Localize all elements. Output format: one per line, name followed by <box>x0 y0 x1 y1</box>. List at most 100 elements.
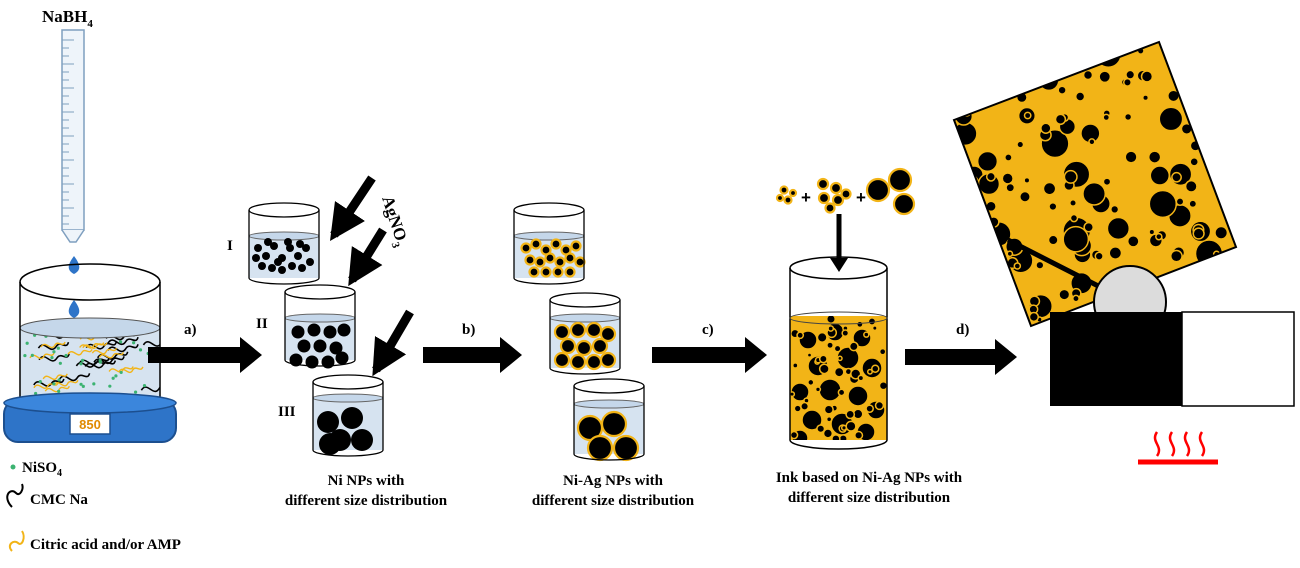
ni-particle <box>288 262 296 270</box>
niag-particle <box>1184 179 1198 193</box>
niag-particle <box>1148 189 1178 219</box>
citric-chain-icon <box>8 530 25 552</box>
niag-particle <box>1102 113 1111 122</box>
niag-particle <box>837 388 846 397</box>
step-label-c: c) <box>702 322 714 338</box>
niag-particle <box>841 329 850 338</box>
niag-particle <box>840 188 852 200</box>
ni-particle <box>296 240 304 248</box>
niag-particle <box>1040 122 1052 134</box>
niso4-dot-icon <box>79 382 83 386</box>
cmc-chain-icon <box>142 341 160 347</box>
ni-particle <box>329 341 343 355</box>
niag-particle <box>790 391 796 398</box>
niag-particle <box>1178 63 1188 74</box>
niag-beaker <box>549 292 621 375</box>
niag-particle <box>534 256 546 268</box>
niag-particle <box>528 266 540 278</box>
niag-particle <box>961 196 975 209</box>
agno3-arrow-3 <box>372 309 414 377</box>
niag-particle <box>1169 249 1183 263</box>
ni-particle <box>262 252 270 260</box>
niag-particle <box>816 331 828 343</box>
niag-particle <box>1215 47 1226 58</box>
niag-particle <box>552 266 564 278</box>
niag-particle <box>855 320 864 329</box>
niag-particle <box>570 240 582 252</box>
niag-particle <box>1088 138 1096 146</box>
niag-particle <box>790 430 799 440</box>
niag-particle <box>1098 70 1112 84</box>
niag-particle <box>599 325 617 343</box>
niag-particle <box>564 266 576 278</box>
ni-particle <box>294 252 302 260</box>
citric-chain-icon <box>53 379 79 387</box>
ni-beaker <box>284 284 356 369</box>
niag-particle <box>866 368 873 375</box>
niag-particle <box>1057 85 1067 95</box>
niag-particle <box>878 347 887 356</box>
niso4-dot-icon <box>108 384 112 388</box>
niag-particle <box>995 308 1003 317</box>
step-arrow-b <box>423 337 522 373</box>
niag-particle <box>825 416 833 423</box>
ni-particle <box>298 264 306 272</box>
niag-particle <box>788 188 798 198</box>
niag-particle <box>1122 77 1132 87</box>
niag-particle <box>1192 227 1205 240</box>
niag-particle <box>800 401 810 411</box>
niag-particle <box>1115 46 1124 56</box>
niag-particle <box>1074 91 1086 102</box>
niag-particle <box>1083 221 1095 233</box>
niag-particle <box>1094 42 1122 68</box>
citric-chain-icon <box>91 347 118 355</box>
niag-particle <box>524 254 536 266</box>
niag-particle <box>1210 141 1220 152</box>
niso4-dot-icon <box>64 353 68 358</box>
niag-particle <box>1203 63 1226 85</box>
ni-particle <box>274 258 282 266</box>
niag-particle <box>520 242 532 254</box>
niag-particle <box>871 364 880 373</box>
legend-citric: Citric acid and/or AMP <box>30 537 181 553</box>
niag-particle <box>874 400 885 411</box>
niag-particle <box>972 79 992 99</box>
cmc-chain-icon <box>107 336 139 346</box>
caption-ni-line2: different size distribution <box>285 493 448 509</box>
niag-particle <box>574 256 586 268</box>
step-label-a: a) <box>184 322 197 338</box>
nabh4-label: NaBH4 <box>42 7 93 30</box>
niso4-dot-icon <box>111 376 115 380</box>
niag-particle <box>816 424 826 434</box>
niag-particle <box>807 378 815 387</box>
step-label-b: b) <box>462 322 475 338</box>
niag-particle <box>1013 70 1028 85</box>
niag-particle <box>1125 69 1136 80</box>
niag-particle <box>1188 199 1198 209</box>
niag-particle <box>818 354 828 364</box>
cmc-chain-icon <box>107 344 139 353</box>
niag-particle <box>865 177 891 203</box>
ni-particle <box>335 351 349 365</box>
niag-particle <box>994 290 1005 302</box>
niag-particle <box>826 341 834 350</box>
magnetic-stirrer: 850 <box>3 392 177 443</box>
niag-particle <box>1214 225 1229 240</box>
niag-particle <box>816 177 830 191</box>
citric-chain-icon <box>108 366 134 373</box>
niag-particle <box>1110 204 1120 215</box>
niag-particle <box>793 404 802 413</box>
niag-particle <box>997 83 1007 93</box>
step-arrow-a <box>148 337 262 373</box>
step-arrow-c <box>652 337 767 373</box>
niag-particle <box>829 181 843 195</box>
niso4-dot-icon <box>10 464 16 470</box>
niso4-dot-icon <box>52 382 56 386</box>
niag-particle <box>1006 250 1014 258</box>
niag-particle <box>987 47 1000 61</box>
niag-particle <box>996 79 1010 93</box>
niag-particle <box>575 339 593 357</box>
niag-particle <box>1126 234 1140 248</box>
ni-particle <box>306 258 314 266</box>
niso4-dot-icon <box>57 378 61 382</box>
